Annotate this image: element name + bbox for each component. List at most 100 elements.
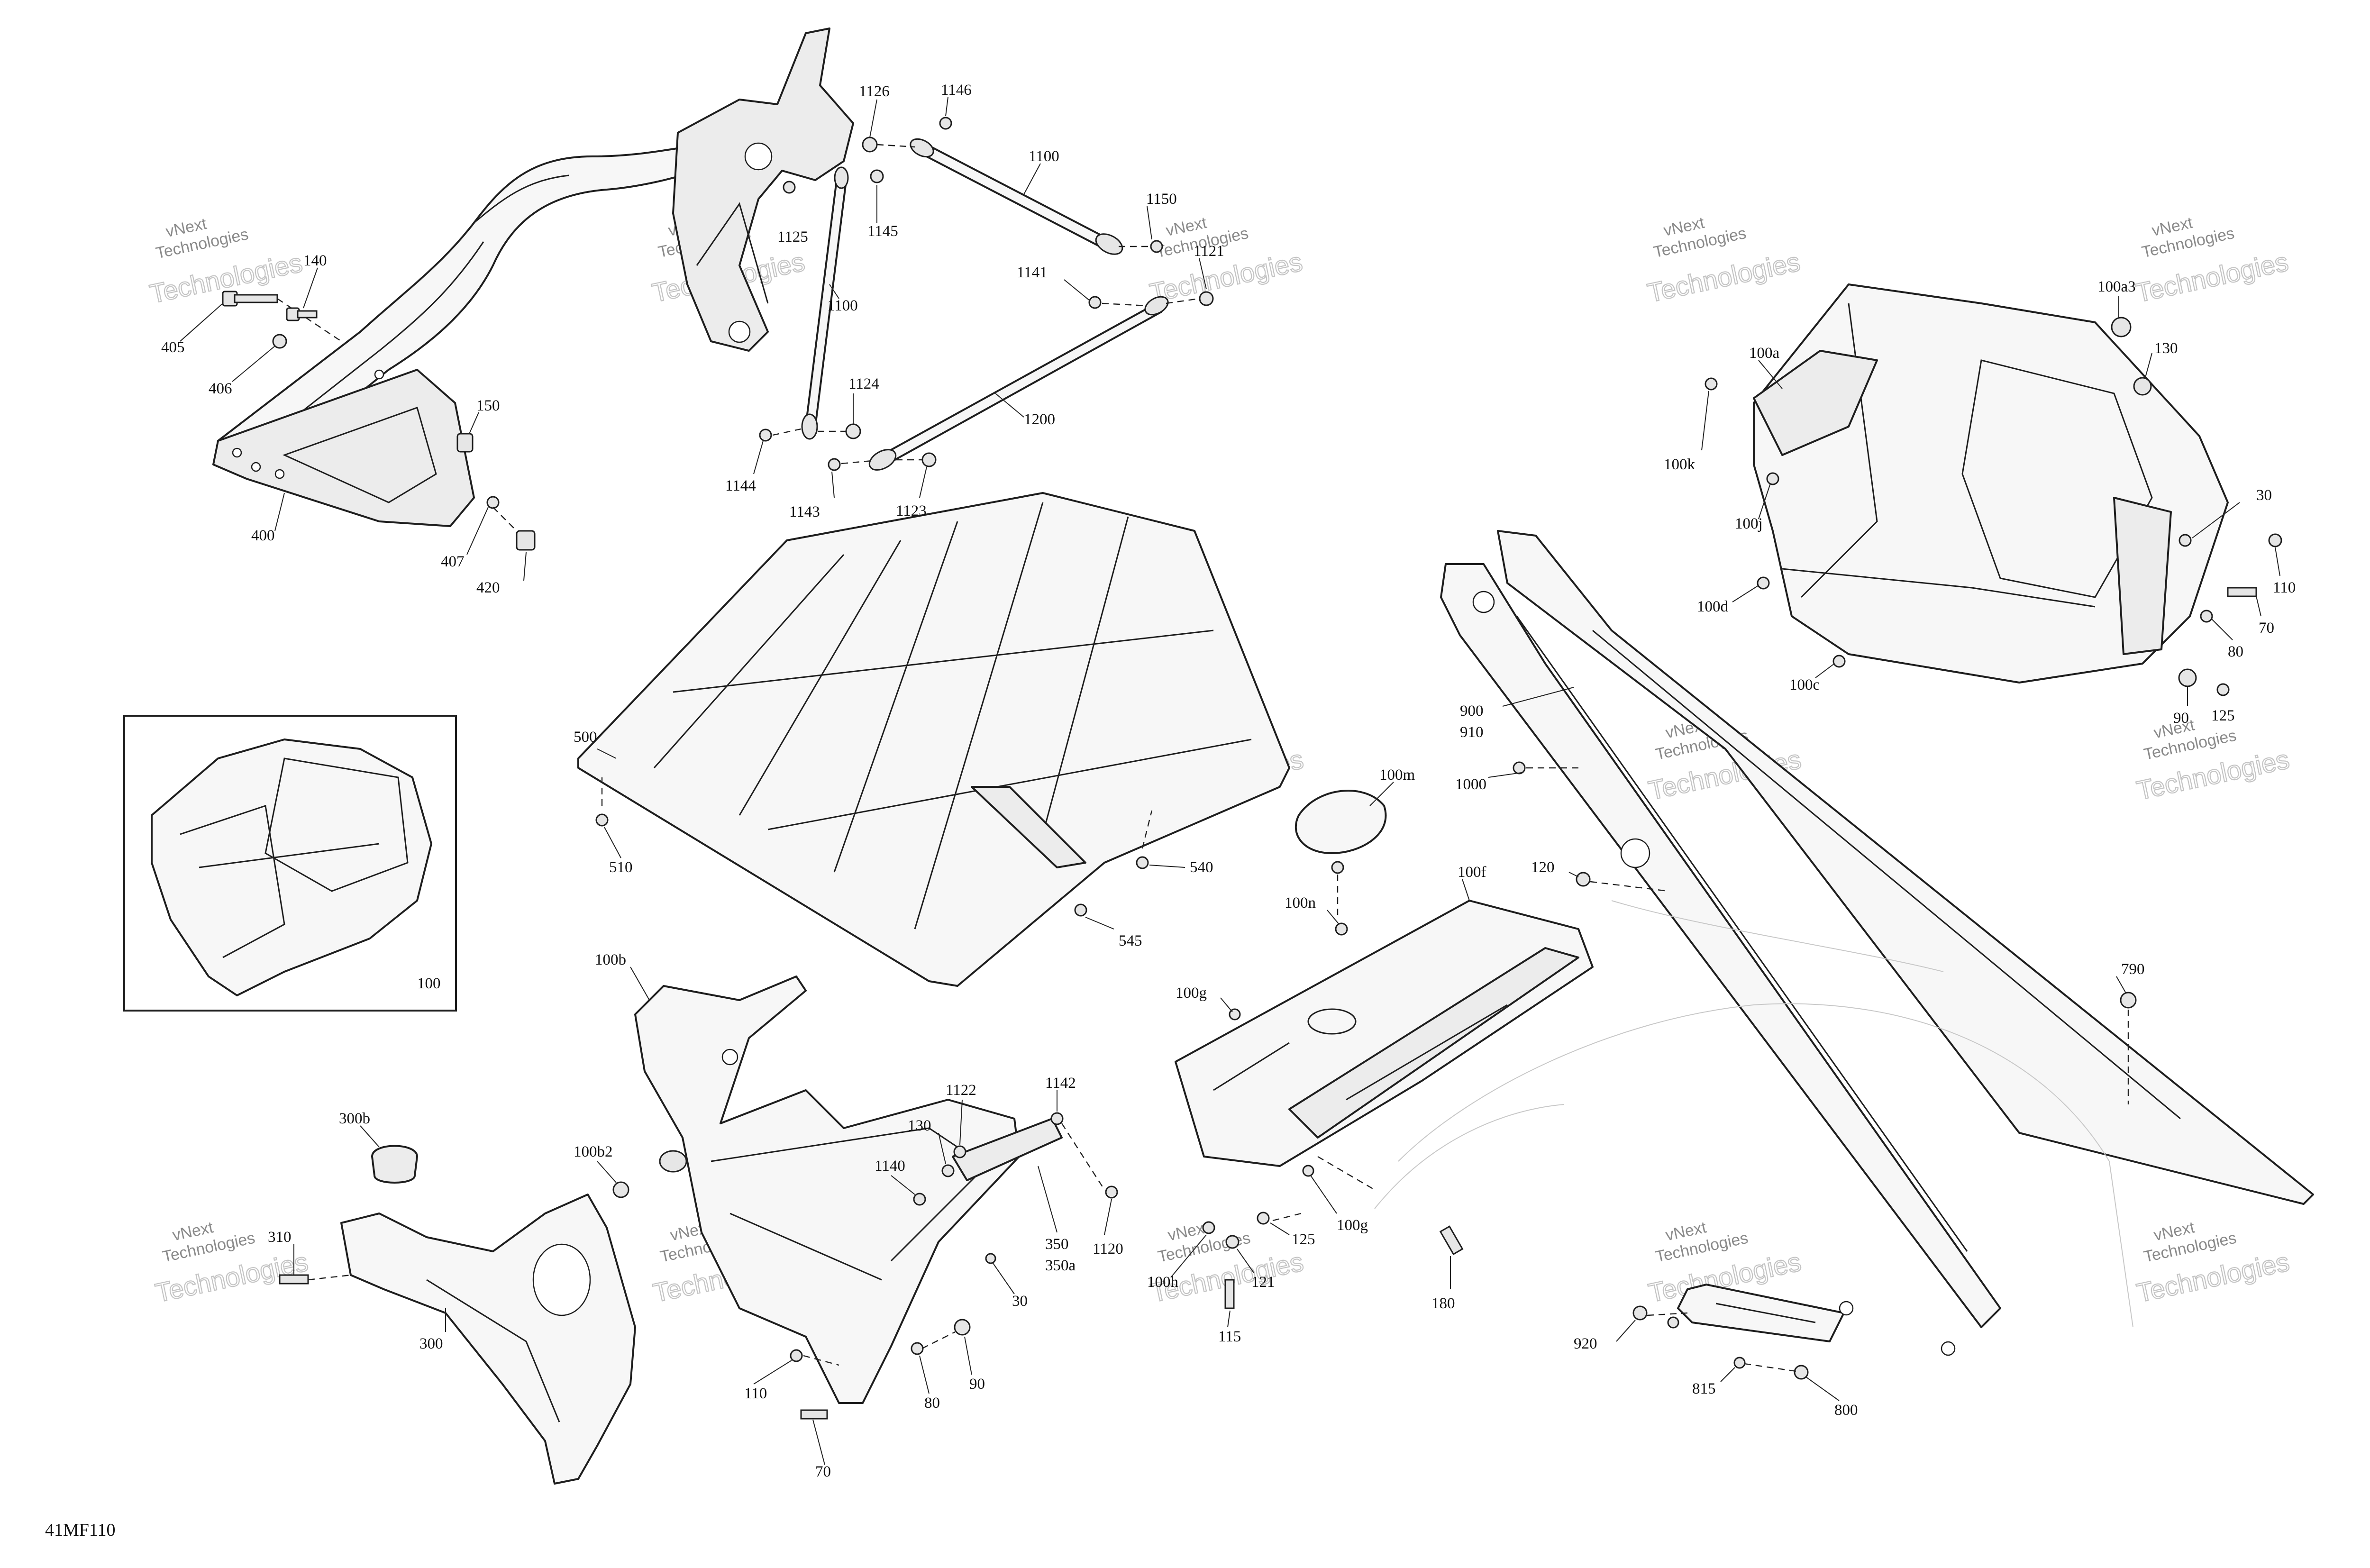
callout-1100-mid: 1100: [827, 297, 858, 314]
fasteners-top-left: [222, 291, 536, 551]
bolt-115: [1224, 1279, 1235, 1309]
screw-100g-b: [1302, 1165, 1314, 1177]
callout-100b2: 100b2: [574, 1143, 613, 1160]
washer-406: [272, 334, 287, 349]
callout-100n: 100n: [1285, 894, 1316, 912]
callout-350: 350: [1045, 1236, 1069, 1253]
watermark: vNext Technologies Technologies: [1644, 214, 1803, 309]
callout-115: 115: [1218, 1328, 1241, 1345]
bolt-1146: [939, 117, 952, 130]
callout-920: 920: [1574, 1335, 1597, 1352]
callout-1125: 1125: [777, 228, 808, 246]
callout-1000: 1000: [1455, 776, 1486, 793]
callout-140: 140: [303, 252, 327, 269]
callout-70-bot: 70: [815, 1463, 831, 1480]
callout-30-mid: 30: [1012, 1293, 1028, 1310]
callout-100g-a: 100g: [1176, 985, 1207, 1002]
bushing-100a3: [2111, 317, 2132, 337]
callout-100m: 100m: [1379, 766, 1415, 784]
callout-1144: 1144: [725, 477, 756, 494]
plate-800: [1632, 992, 2137, 1380]
callout-1142: 1142: [1045, 1075, 1076, 1092]
callout-100f: 100f: [1458, 864, 1486, 881]
support-bracket-300: [279, 1145, 636, 1485]
callout-100h: 100h: [1147, 1274, 1179, 1291]
washer-80-top: [2200, 610, 2213, 623]
callout-1122: 1122: [946, 1082, 976, 1099]
callout-1141: 1141: [1017, 264, 1048, 281]
screw-510: [595, 813, 609, 827]
washer-100b2: [612, 1181, 629, 1198]
bolt-100c: [1832, 655, 1846, 668]
callout-405: 405: [161, 339, 185, 356]
nut-150: [456, 433, 474, 453]
callout-80-top: 80: [2228, 643, 2243, 660]
bolt-125-top: [2216, 683, 2230, 696]
callout-406: 406: [209, 380, 232, 397]
screw-100n: [1335, 922, 1348, 936]
callout-800: 800: [1834, 1402, 1858, 1419]
screw-540: [1136, 856, 1149, 869]
nut-90-top: [2178, 668, 2197, 687]
callout-910: 910: [1460, 724, 1484, 741]
bolt-1143: [828, 458, 841, 471]
callout-545: 545: [1119, 932, 1142, 949]
watermark: vNext Technologies Technologies: [1148, 1218, 1306, 1308]
bolt-1000: [1513, 761, 1526, 775]
bolt-180: [1439, 1225, 1464, 1256]
callout-500: 500: [574, 729, 597, 746]
callout-110-bot: 110: [744, 1385, 767, 1402]
nut-1122: [953, 1145, 966, 1158]
rear-frame-100b: [612, 975, 1118, 1420]
callout-1145: 1145: [867, 223, 898, 240]
rods: [759, 117, 1214, 471]
callout-350a: 350a: [1045, 1257, 1076, 1274]
callout-110-top: 110: [2273, 579, 2296, 596]
bolt-1142: [1050, 1112, 1064, 1125]
nut-1120: [1105, 1185, 1118, 1199]
bolt-110-top: [2268, 533, 2282, 547]
crossbar-assembly-400: [212, 27, 854, 527]
callout-1100-top: 1100: [1029, 148, 1059, 165]
callout-125-bot: 125: [1292, 1231, 1315, 1248]
watermark: vNext Technologies Technologies: [146, 215, 305, 310]
callout-100a3: 100a3: [2097, 278, 2136, 295]
callout-100j: 100j: [1735, 515, 1763, 532]
callout-1120: 1120: [1093, 1240, 1123, 1258]
callout-540: 540: [1190, 859, 1213, 876]
panel-500: [577, 492, 1290, 987]
callout-1123: 1123: [896, 502, 927, 520]
callout-100k: 100k: [1664, 456, 1695, 473]
callout-1146: 1146: [941, 82, 972, 99]
nut-420: [516, 530, 536, 551]
callout-407: 407: [441, 553, 465, 570]
rod-1100-horizontal: [910, 138, 1123, 255]
nut-90-bot: [954, 1319, 971, 1336]
callout-815: 815: [1692, 1380, 1716, 1397]
beam-910: [1497, 530, 2314, 1205]
callout-100a: 100a: [1749, 345, 1780, 362]
callout-180: 180: [1431, 1295, 1455, 1312]
callout-1126: 1126: [859, 83, 890, 100]
callout-120: 120: [1531, 859, 1555, 876]
callout-1150: 1150: [1146, 191, 1177, 208]
screw-545: [1074, 903, 1087, 917]
callout-130-mid: 130: [908, 1117, 931, 1134]
callout-300: 300: [419, 1335, 443, 1352]
bolt-100j: [1766, 472, 1779, 485]
rod-1200: [868, 296, 1169, 471]
bolt-100h: [1202, 1221, 1215, 1234]
bolt-70-bot: [800, 1409, 828, 1420]
diagram-id: 41MF110: [45, 1520, 116, 1540]
washer-407: [486, 496, 500, 509]
upper-mount-bracket: [672, 27, 854, 352]
callout-30-top: 30: [2256, 487, 2272, 504]
callout-1124: 1124: [848, 375, 879, 392]
callout-100g-b: 100g: [1337, 1217, 1368, 1234]
bracket-plate-400: [212, 369, 475, 527]
watermark: vNext Technologies Technologies: [2133, 1218, 2292, 1308]
inset-frame-100: [123, 715, 457, 1012]
callout-420: 420: [476, 579, 500, 596]
callout-150: 150: [476, 397, 500, 414]
